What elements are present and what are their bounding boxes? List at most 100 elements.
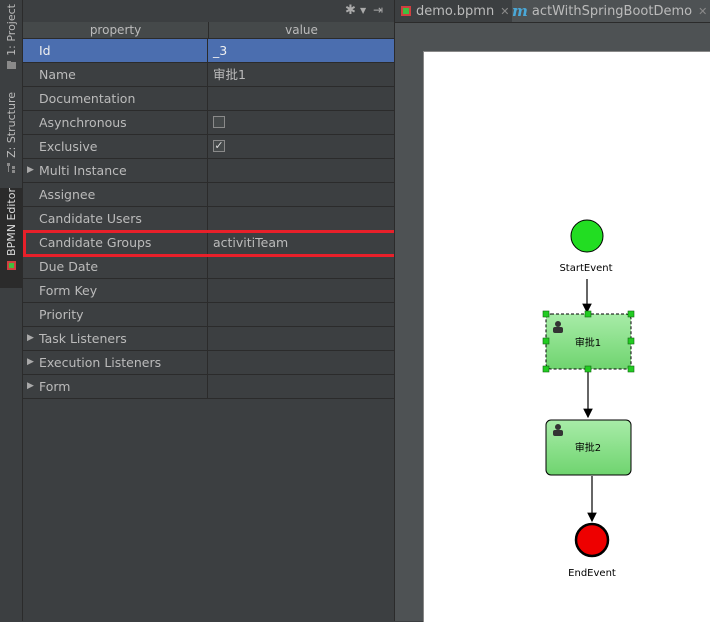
property-key-label: Id: [39, 43, 51, 58]
property-row-id[interactable]: Id _3: [23, 39, 394, 63]
property-row-asynchronous[interactable]: Asynchronous: [23, 111, 394, 135]
property-value[interactable]: [208, 351, 393, 374]
property-value[interactable]: [208, 183, 393, 206]
task-1-label: 审批1: [575, 336, 601, 349]
property-value[interactable]: ✓: [208, 135, 393, 158]
user-task-icon: [553, 321, 563, 333]
property-key: Candidate Groups: [23, 231, 208, 254]
project-tool-tab[interactable]: 1: Project: [0, 4, 22, 71]
property-key-label: Documentation: [39, 91, 136, 106]
expand-arrow-icon[interactable]: ▶: [27, 165, 34, 175]
property-value[interactable]: [208, 375, 393, 398]
unchecked-checkbox[interactable]: [213, 116, 225, 128]
property-key: ▶ Task Listeners: [23, 327, 208, 350]
expand-arrow-icon[interactable]: ▶: [27, 381, 34, 391]
property-key: Form Key: [23, 279, 208, 302]
property-row-candidate-groups[interactable]: Candidate Groups activitiTeam: [23, 231, 394, 255]
property-value[interactable]: [208, 279, 393, 302]
table-header: property value: [23, 22, 394, 39]
property-column-header: property: [23, 22, 209, 38]
property-row-documentation[interactable]: Documentation: [23, 87, 394, 111]
property-value[interactable]: [208, 87, 393, 110]
property-key-label: Task Listeners: [39, 331, 127, 346]
property-row-due-date[interactable]: Due Date: [23, 255, 394, 279]
property-key-label: Candidate Users: [39, 211, 142, 226]
property-value[interactable]: 审批1: [208, 63, 393, 86]
property-row-exclusive[interactable]: Exclusive ✓: [23, 135, 394, 159]
user-task-icon: [553, 424, 563, 436]
property-value[interactable]: [208, 207, 393, 230]
property-key-label: Due Date: [39, 259, 99, 274]
property-value[interactable]: [208, 327, 393, 350]
property-key: Due Date: [23, 255, 208, 278]
property-key-label: Form Key: [39, 283, 98, 298]
caret-down-icon[interactable]: ▼: [360, 6, 367, 15]
gear-icon[interactable]: ✱: [345, 3, 356, 18]
property-key-label: Exclusive: [39, 139, 98, 154]
task-2[interactable]: [545, 419, 632, 476]
start-event-label: StartEvent: [559, 263, 612, 274]
property-row-form-key[interactable]: Form Key: [23, 279, 394, 303]
property-key-label: Priority: [39, 307, 84, 322]
property-row-form[interactable]: ▶ Form: [23, 375, 394, 399]
bpmn-file-icon: [401, 6, 411, 16]
value-column-header: value: [285, 23, 318, 37]
tool-window-strip: 1: Project Z: Structure BPMN Editor: [0, 0, 23, 621]
property-value-text: _3: [213, 43, 228, 58]
structure-icon: [6, 162, 15, 173]
bpmn-diagram: StartEvent 审批1 审批2 EndEvent: [542, 219, 635, 579]
bpmn-tab-label: BPMN Editor: [4, 188, 18, 256]
property-key: ▶Multi Instance: [23, 159, 208, 182]
close-icon[interactable]: ✕: [500, 4, 510, 18]
property-key-label: Candidate Groups: [39, 235, 152, 250]
property-row-candidate-users[interactable]: Candidate Users: [23, 207, 394, 231]
property-key: Assignee: [23, 183, 208, 206]
property-row-assignee[interactable]: Assignee: [23, 183, 394, 207]
tab-act-with-spring-boot-demo[interactable]: m actWithSpringBootDemo ✕: [512, 0, 707, 22]
property-value[interactable]: [208, 159, 393, 182]
checked-checkbox[interactable]: ✓: [213, 139, 225, 152]
start-event[interactable]: [570, 219, 604, 253]
property-value[interactable]: [208, 255, 393, 278]
bpmn-icon: [6, 260, 16, 270]
module-m-icon: m: [512, 2, 528, 20]
property-value[interactable]: [208, 111, 393, 134]
property-row-priority[interactable]: Priority: [23, 303, 394, 327]
bpmn-editor: demo.bpmn ✕ m actWithSpringBootDemo ✕: [395, 0, 710, 622]
property-value[interactable]: activitiTeam: [208, 231, 393, 254]
property-key: Exclusive: [23, 135, 208, 158]
diagram-canvas[interactable]: StartEvent 审批1 审批2 EndEvent: [423, 51, 710, 622]
property-value[interactable]: [208, 303, 393, 326]
property-key: Candidate Users: [23, 207, 208, 230]
property-row-task-listeners[interactable]: ▶ Task Listeners: [23, 327, 394, 351]
property-row-multi-instance[interactable]: ▶Multi Instance: [23, 159, 394, 183]
property-value-text: activitiTeam: [213, 235, 289, 250]
property-row-execution-listeners[interactable]: ▶ Execution Listeners: [23, 351, 394, 375]
tab-demo-bpmn[interactable]: demo.bpmn ✕: [401, 0, 509, 22]
expand-arrow-icon[interactable]: ▶: [27, 357, 34, 367]
structure-tool-tab[interactable]: Z: Structure: [0, 92, 22, 173]
structure-tab-label: Z: Structure: [4, 92, 18, 158]
property-key: ▶ Execution Listeners: [23, 351, 208, 374]
property-key-label: Execution Listeners: [39, 355, 162, 370]
property-key: Name: [23, 63, 208, 86]
bpmn-editor-tool-tab[interactable]: BPMN Editor: [0, 188, 22, 288]
editor-tab-bar: demo.bpmn ✕ m actWithSpringBootDemo ✕: [395, 0, 710, 23]
folder-icon: [6, 60, 16, 69]
hide-panel-icon[interactable]: ⇥: [373, 3, 384, 17]
task-2-label: 审批2: [575, 441, 601, 454]
end-event-label: EndEvent: [568, 568, 616, 579]
property-value[interactable]: _3: [208, 39, 393, 62]
selection-handles[interactable]: [542, 310, 635, 373]
property-key: Priority: [23, 303, 208, 326]
property-key: ▶ Form: [23, 375, 208, 398]
panel-divider[interactable]: [394, 0, 395, 621]
expand-arrow-icon[interactable]: ▶: [27, 333, 34, 343]
property-key: Id: [23, 39, 208, 62]
tab-label: demo.bpmn: [416, 3, 495, 19]
property-key-label: Form: [39, 379, 71, 394]
close-icon[interactable]: ✕: [698, 4, 708, 18]
end-event[interactable]: [574, 522, 610, 558]
